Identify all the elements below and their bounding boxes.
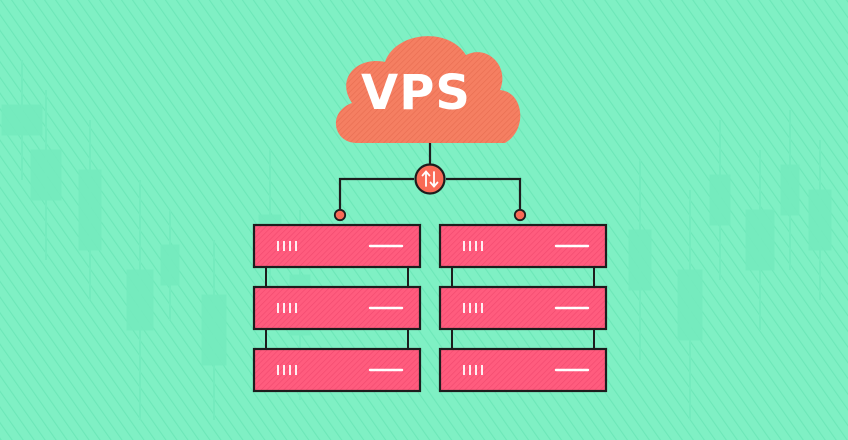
server-status-ticks [463,303,483,313]
server-rack-left [252,223,422,393]
candle-body [126,269,154,331]
server-unit[interactable] [252,285,422,331]
candle-body [628,229,652,291]
hub-node[interactable] [414,163,446,195]
connector-dot-right [513,208,527,222]
server-unit[interactable] [438,347,608,393]
cloud-label: VPS [361,65,471,121]
candle-body [709,174,731,226]
network-connectors [338,143,522,210]
candle-body [78,169,102,251]
server-unit[interactable] [438,285,608,331]
candle-body [780,164,800,216]
server-status-ticks [463,241,483,251]
server-rack-right [438,223,608,393]
candle-body [808,189,832,251]
connector-dot-left [333,208,347,222]
server-status-ticks [463,365,483,375]
server-status-ticks [277,365,297,375]
sync-arrows-icon [421,170,439,188]
candle-body [160,244,180,286]
candle-body [201,294,227,366]
cloud-icon [335,36,521,143]
candle-body [677,269,703,341]
server-unit[interactable] [252,223,422,269]
cloud [335,36,521,143]
server-status-ticks [277,303,297,313]
server-unit[interactable] [252,347,422,393]
server-unit[interactable] [438,223,608,269]
candle-body [30,149,62,201]
candle-body [1,104,43,136]
server-status-ticks [277,241,297,251]
candle-body [745,209,775,271]
